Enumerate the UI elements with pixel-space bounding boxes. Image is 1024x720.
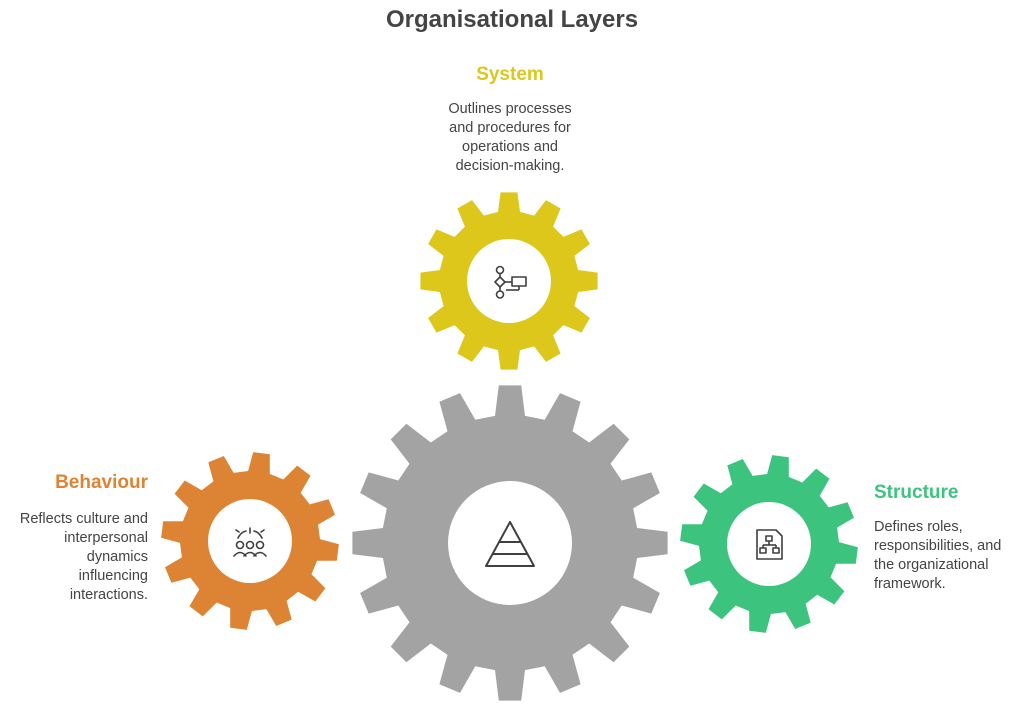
behaviour-description-line: dynamics [86, 549, 148, 565]
flowchart-icon [494, 265, 527, 299]
behaviour-heading: Behaviour [55, 472, 148, 493]
pyramid-icon [485, 521, 535, 567]
behaviour-gear [161, 452, 339, 630]
org-chart-document-icon [756, 529, 783, 560]
system-description: Outlines processes and procedures for op… [420, 100, 600, 176]
structure-description: Defines roles, responsibilities, and the… [874, 518, 1022, 594]
behaviour-description-line: Reflects culture and [19, 511, 148, 527]
system-description-line: operations and [462, 139, 558, 155]
system-gear [420, 192, 598, 370]
structure-heading: Structure [874, 482, 959, 503]
structure-description-line: framework. [874, 576, 946, 592]
page-title: Organisational Layers [385, 6, 639, 33]
behaviour-description-line: interpersonal [64, 530, 148, 546]
system-gear-hub [467, 239, 551, 323]
people-interaction-icon [233, 527, 267, 557]
structure-gear [680, 455, 858, 633]
structure-description-line: responsibilities, and [874, 538, 1002, 554]
behaviour-description-line: interactions. [69, 587, 148, 603]
structure-description-line: Defines roles, [874, 519, 963, 535]
core-gear [352, 385, 668, 701]
structure-description-line: the organizational [874, 557, 989, 573]
behaviour-description: Reflects culture and interpersonal dynam… [0, 510, 148, 605]
behaviour-description-line: influencing [78, 568, 148, 584]
system-description-line: Outlines processes [448, 101, 572, 117]
system-heading: System [476, 64, 544, 85]
system-description-line: and procedures for [449, 120, 571, 136]
system-description-line: decision-making. [455, 158, 565, 174]
